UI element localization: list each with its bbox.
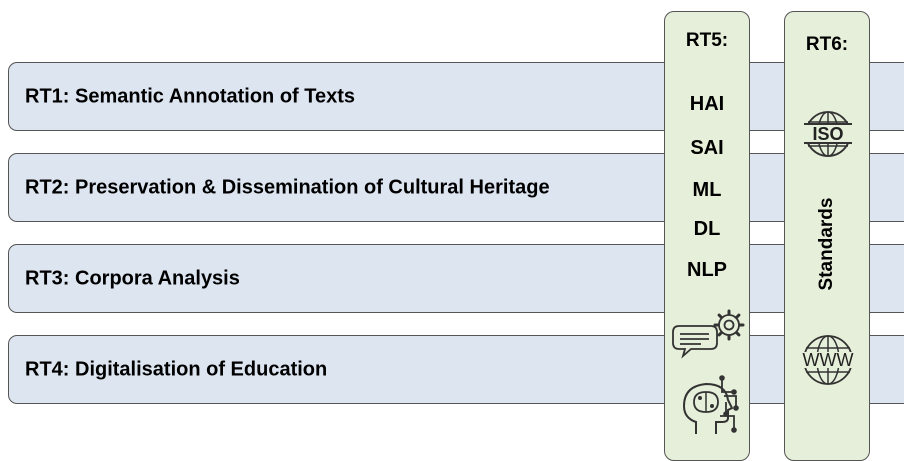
- rt3-label: RT3: Corpora Analysis: [25, 267, 240, 289]
- rt1-bar: RT1: Semantic Annotation of Texts: [8, 62, 904, 131]
- rt6-column: RT6: ISO Standards WWW: [784, 11, 870, 461]
- rt5-item-ml: ML: [692, 179, 722, 201]
- rt3-bar: RT3: Corpora Analysis: [8, 244, 904, 313]
- iso-globe-icon: ISO: [804, 111, 852, 157]
- rt5-item-hai: HAI: [689, 93, 725, 115]
- www-globe-icon: WWW: [795, 335, 861, 385]
- rt2-bar: RT2: Preservation & Dissemination of Cul…: [8, 153, 904, 222]
- rt4-label: RT4: Digitalisation of Education: [25, 358, 328, 380]
- rt5-title: RT5:: [685, 30, 729, 51]
- ai-brain-icon: [682, 375, 739, 434]
- rt6-title: RT6:: [805, 34, 849, 55]
- rt5-item-sai: SAI: [690, 137, 724, 159]
- iso-text: ISO: [812, 124, 843, 144]
- rt4-bar: RT4: Digitalisation of Education: [8, 335, 904, 404]
- text-settings-icon: [672, 309, 745, 359]
- www-text: WWW: [803, 350, 854, 370]
- rt5-item-nlp: NLP: [687, 259, 727, 281]
- rt1-label: RT1: Semantic Annotation of Texts: [25, 85, 356, 107]
- rt5-item-dl: DL: [693, 218, 721, 240]
- rt6-standards-label: Standards: [816, 197, 837, 291]
- rt5-column: RT5: HAI SAI ML DL NLP: [664, 11, 750, 461]
- rt2-label: RT2: Preservation & Dissemination of Cul…: [25, 176, 550, 198]
